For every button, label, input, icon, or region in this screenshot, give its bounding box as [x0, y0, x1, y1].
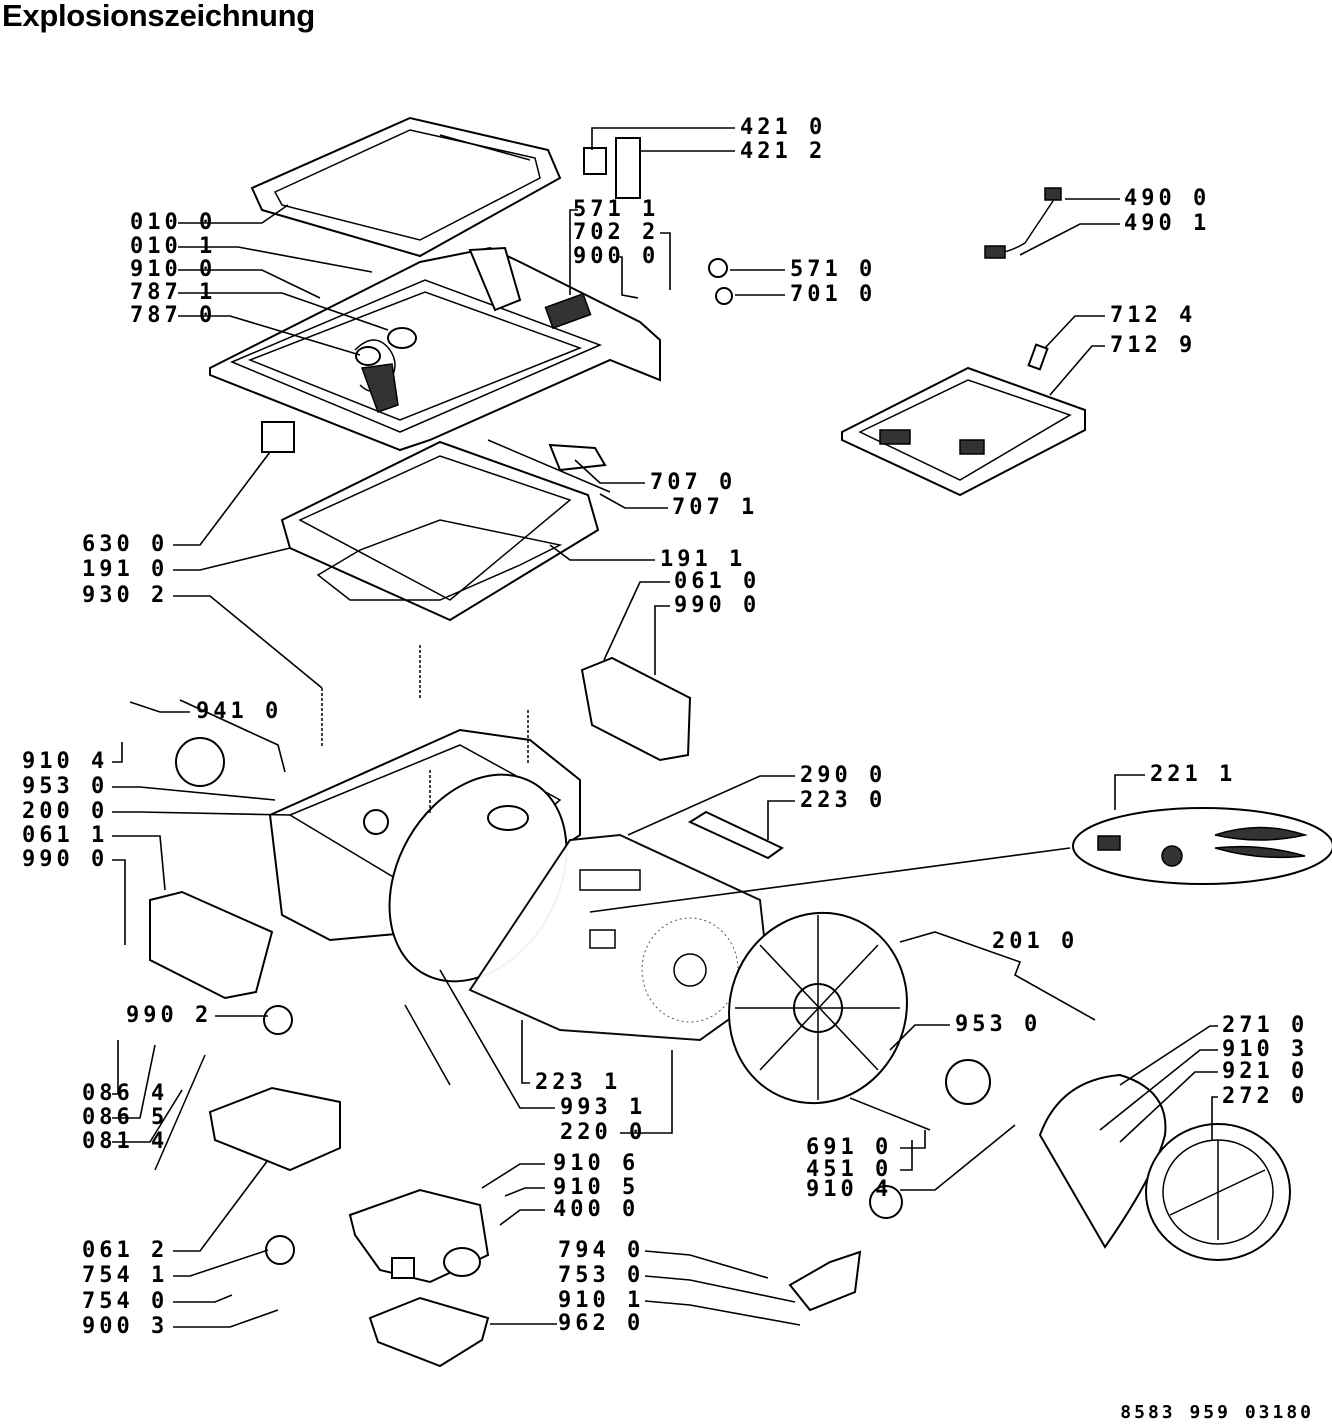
- callout-200-0: 200 0: [22, 799, 109, 824]
- callout-223-1: 223 1: [535, 1070, 622, 1095]
- bearing-953-part: [945, 1059, 991, 1105]
- leader-lines: [112, 127, 1218, 1328]
- bearing-941-part: [175, 737, 225, 787]
- callout-990-2: 990 2: [126, 1003, 213, 1028]
- top-frame-part: [209, 246, 661, 452]
- callout-754-0: 754 0: [82, 1289, 169, 1314]
- callout-712-4: 712 4: [1110, 303, 1197, 328]
- block-630-part: [261, 421, 295, 453]
- callout-910-3: 910 3: [1222, 1037, 1309, 1062]
- callout-953-0-left: 953 0: [22, 774, 109, 799]
- callout-787-0: 787 0: [130, 303, 217, 328]
- callout-962-0: 962 0: [558, 1311, 645, 1336]
- callout-712-9: 712 9: [1110, 333, 1197, 358]
- callout-900-3: 900 3: [82, 1314, 169, 1339]
- power-cord-part: [984, 187, 1062, 259]
- callout-191-1: 191 1: [660, 547, 747, 572]
- weight-061-2-part: [208, 1086, 341, 1172]
- lid-part: [250, 116, 562, 258]
- callout-271-0: 271 0: [1222, 1013, 1309, 1038]
- strip-223-part: [687, 810, 784, 860]
- rear-shell-part: [728, 911, 908, 1105]
- callout-990-0-mid: 990 0: [674, 593, 761, 618]
- tub-ring-part: [280, 439, 611, 622]
- callout-191-0: 191 0: [82, 557, 169, 582]
- callout-421-0: 421 0: [740, 115, 827, 140]
- callout-571-1: 571 1: [573, 197, 660, 222]
- callout-787-1: 787 1: [130, 280, 217, 305]
- callout-451-0: 451 0: [806, 1157, 893, 1182]
- callout-921-0: 921 0: [1222, 1059, 1309, 1084]
- callout-900-0-top: 900 0: [573, 244, 660, 269]
- callout-290-0: 290 0: [800, 763, 887, 788]
- callout-086-5: 086 5: [82, 1105, 169, 1130]
- callout-701-0: 701 0: [790, 282, 877, 307]
- callout-953-0-right: 953 0: [955, 1012, 1042, 1037]
- callout-221-1: 221 1: [1150, 762, 1237, 787]
- callout-910-6: 910 6: [553, 1151, 640, 1176]
- callout-930-2: 930 2: [82, 583, 169, 608]
- seal-921-part: [869, 1185, 903, 1219]
- callout-910-4-right: 910 4: [806, 1177, 893, 1202]
- callout-061-0: 061 0: [674, 569, 761, 594]
- callout-990-0-left: 990 0: [22, 847, 109, 872]
- callout-707-0: 707 0: [650, 470, 737, 495]
- callout-490-1: 490 1: [1124, 211, 1211, 236]
- callout-753-0: 753 0: [558, 1263, 645, 1288]
- callout-400-0: 400 0: [553, 1197, 640, 1222]
- switch-421-part: [583, 147, 607, 175]
- damper-081-part: [154, 1054, 206, 1171]
- callout-490-0: 490 0: [1124, 186, 1211, 211]
- callout-910-0: 910 0: [130, 257, 217, 282]
- diagram-title: Explosionszeichnung: [2, 0, 315, 33]
- callout-910-5: 910 5: [553, 1175, 640, 1200]
- weight-061-0-part: [580, 656, 692, 762]
- accessory-kit-221-part: [1072, 807, 1332, 885]
- callout-061-2: 061 2: [82, 1238, 169, 1263]
- callout-223-0: 223 0: [800, 788, 887, 813]
- callout-421-2: 421 2: [740, 139, 827, 164]
- tray-962-part: [368, 1296, 490, 1368]
- callout-630-0: 630 0: [82, 532, 169, 557]
- callout-707-1: 707 1: [672, 495, 759, 520]
- callout-910-1: 910 1: [558, 1288, 645, 1313]
- drain-pump-part: [348, 1188, 490, 1284]
- callout-941-0: 941 0: [196, 699, 283, 724]
- disc-990-2-part: [263, 1005, 293, 1035]
- callout-691-0: 691 0: [806, 1135, 893, 1160]
- inlet-hose-part: [708, 258, 803, 394]
- callout-201-0: 201 0: [992, 929, 1079, 954]
- document-number: 8583 959 03180: [1120, 1402, 1314, 1423]
- damper-993-part: [404, 1004, 451, 1086]
- plate-421-part: [615, 137, 641, 199]
- callout-086-4: 086 4: [82, 1081, 169, 1106]
- control-panel-part: [841, 343, 1086, 497]
- heater-691-part: [849, 1097, 931, 1131]
- sump-753-part: [788, 1250, 862, 1312]
- callout-061-1: 061 1: [22, 823, 109, 848]
- callout-010-0: 010 0: [130, 210, 217, 235]
- callout-220-0: 220 0: [560, 1120, 647, 1145]
- ring-272-part: [1145, 1123, 1291, 1261]
- callout-993-1: 993 1: [560, 1095, 647, 1120]
- callout-794-0: 794 0: [558, 1238, 645, 1263]
- weight-061-1-part: [149, 890, 274, 1000]
- callout-910-4-left: 910 4: [22, 749, 109, 774]
- callout-010-1: 010 1: [130, 234, 217, 259]
- callout-754-1: 754 1: [82, 1263, 169, 1288]
- callout-702-2: 702 2: [573, 220, 660, 245]
- callout-081-4: 081 4: [82, 1129, 169, 1154]
- callout-272-0: 272 0: [1222, 1084, 1309, 1109]
- callout-571-0: 571 0: [790, 257, 877, 282]
